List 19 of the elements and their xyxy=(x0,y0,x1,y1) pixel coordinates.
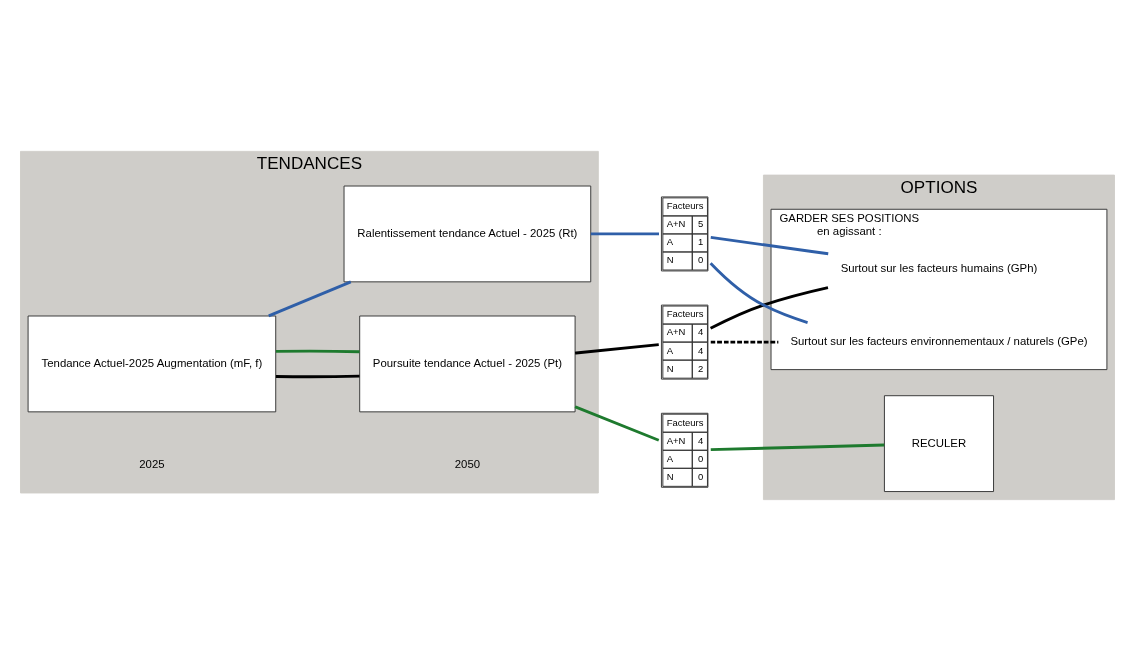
node-box: Poursuite tendance Actuel - 2025 (Pt) xyxy=(359,315,576,413)
node-box: Ralentissement tendance Actuel - 2025 (Rt) xyxy=(343,185,592,283)
connector xyxy=(710,236,829,256)
node-text: Surtout sur les facteurs environnementaux / naturels (GPe) xyxy=(790,335,1088,348)
connector xyxy=(275,349,360,354)
connector xyxy=(574,343,659,355)
connector xyxy=(275,374,360,379)
connector xyxy=(709,286,829,330)
connector xyxy=(710,443,885,452)
connector xyxy=(574,405,660,442)
label: 2025 xyxy=(139,458,165,471)
node-text: Surtout sur les facteurs humains (GPh) xyxy=(840,261,1038,274)
connector xyxy=(710,340,779,344)
node-box: RECULER xyxy=(883,395,994,493)
connector xyxy=(709,262,808,324)
node-box: Tendance Actuel-2025 Augmentation (mF, f) xyxy=(27,315,277,413)
label: 2050 xyxy=(454,458,481,471)
connector xyxy=(590,232,659,236)
connector xyxy=(268,280,352,318)
